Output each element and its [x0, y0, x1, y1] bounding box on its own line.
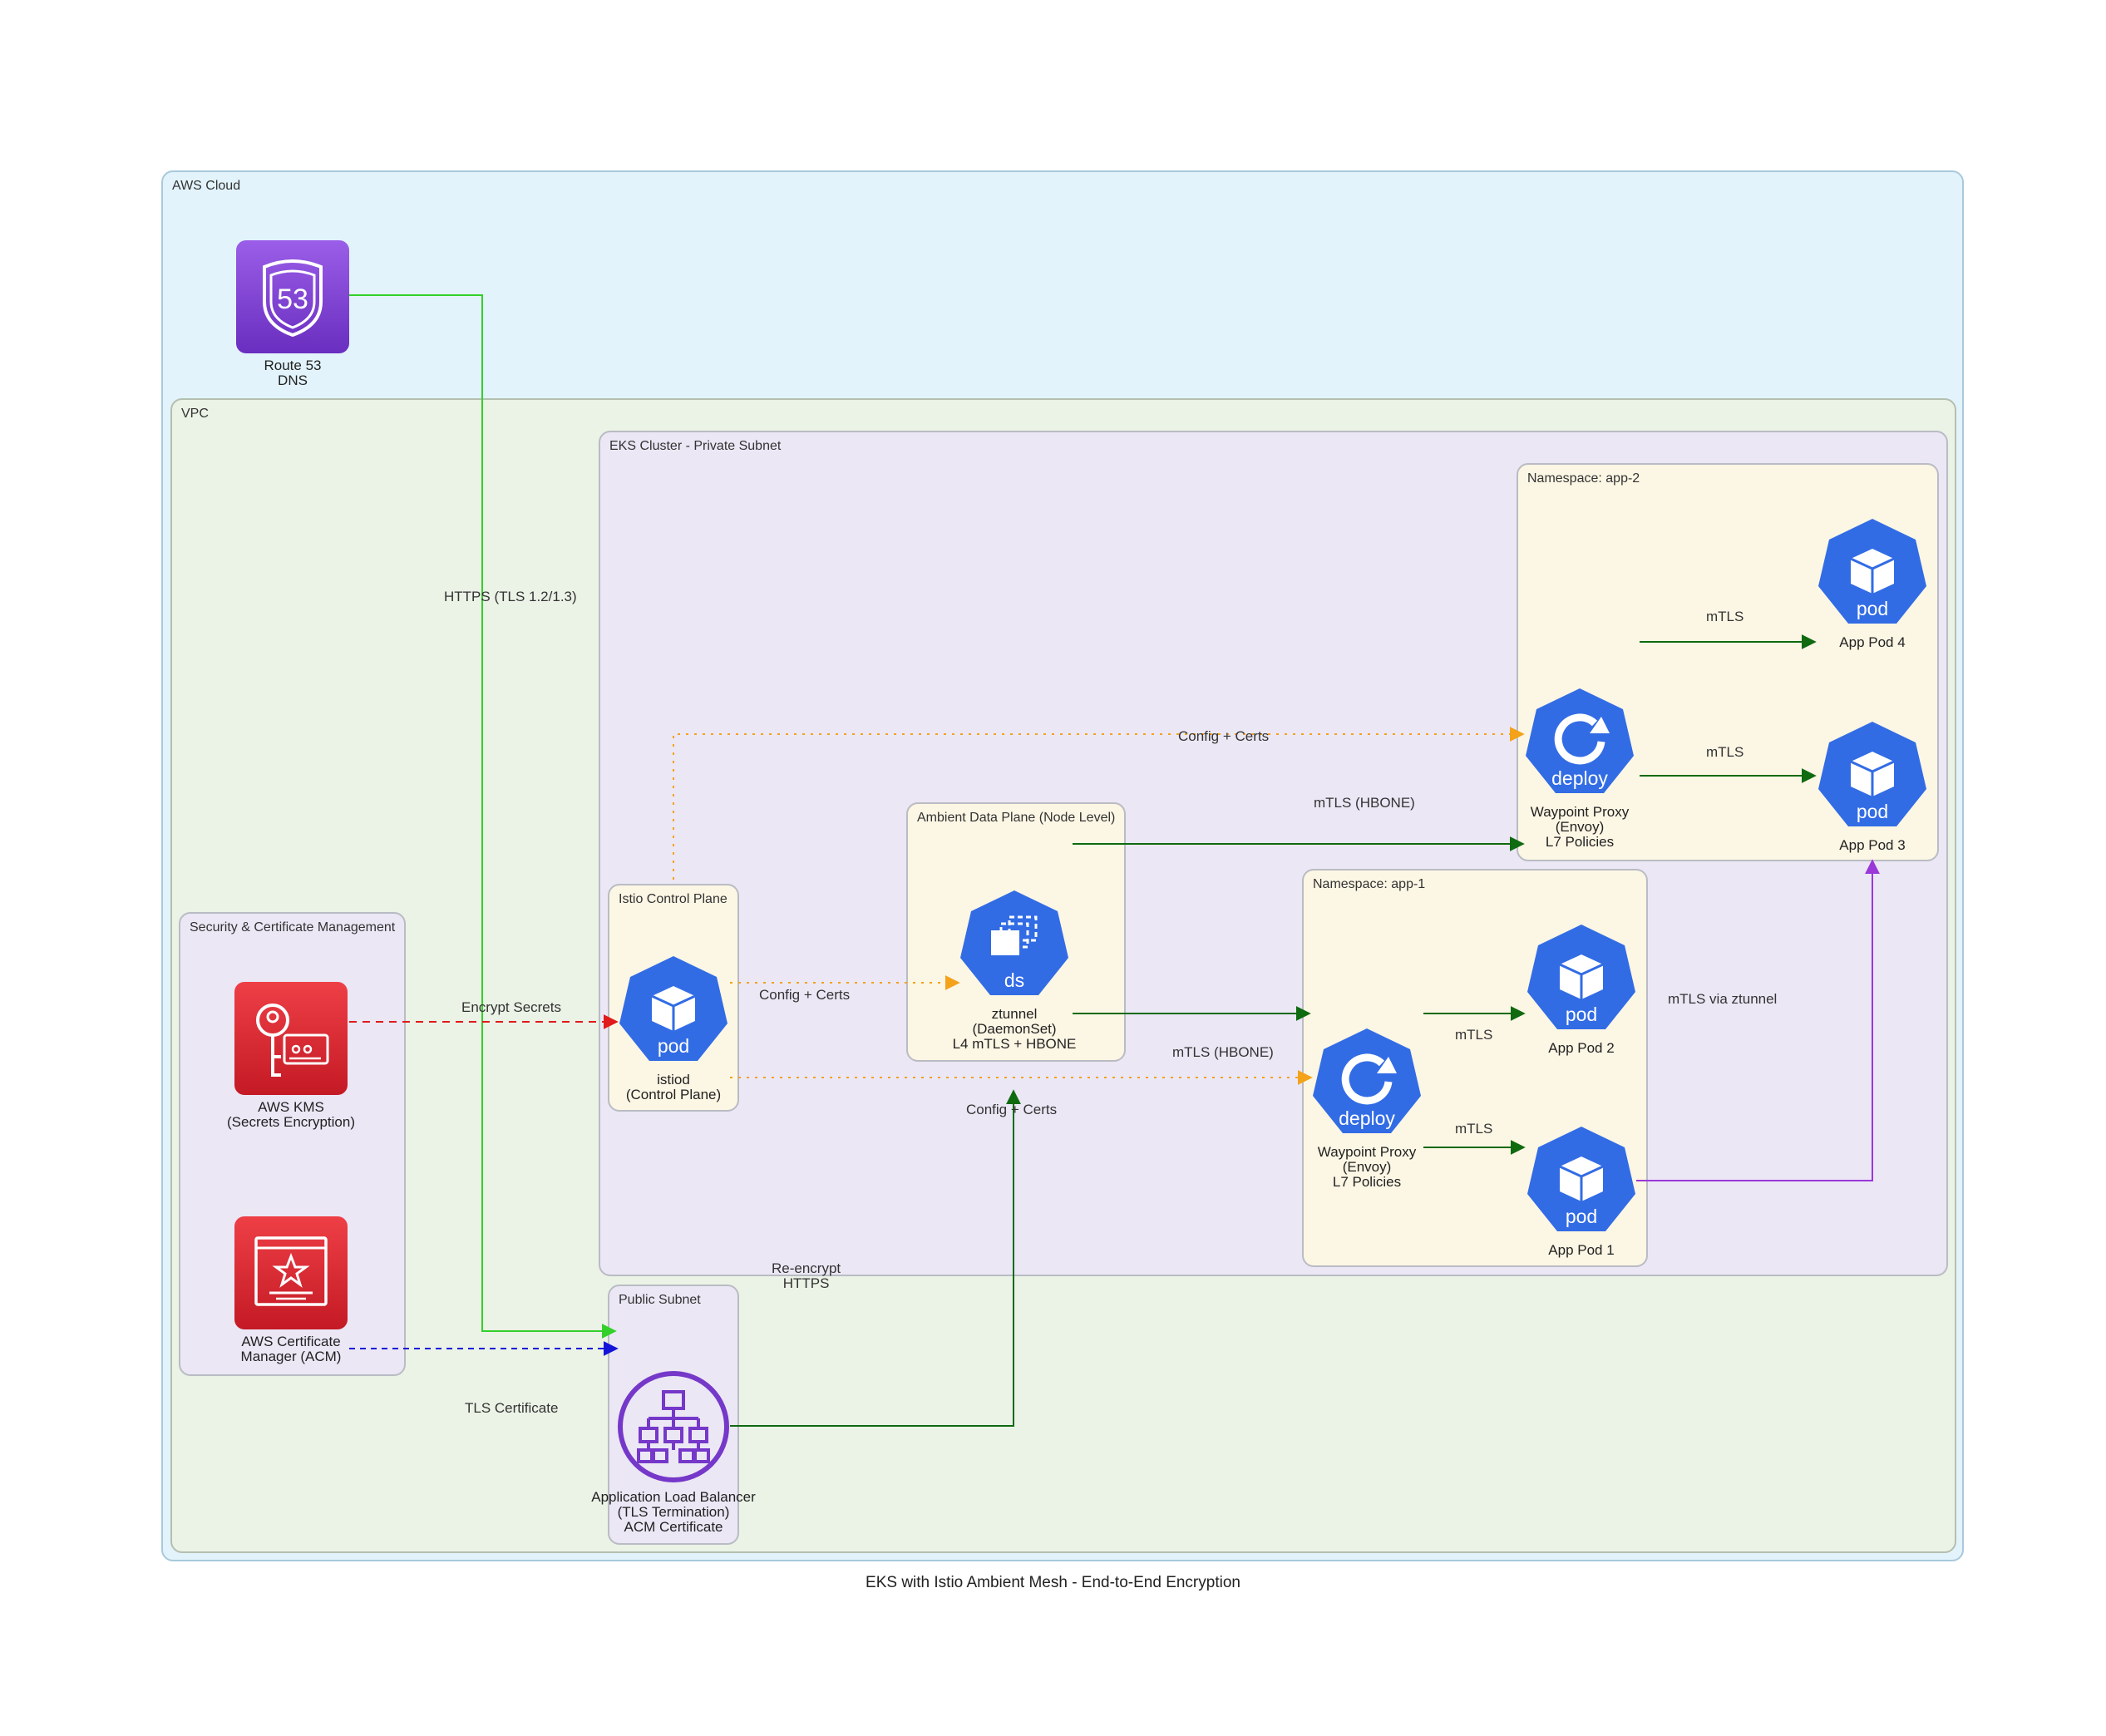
- app-pod3-label: App Pod 3: [1839, 837, 1906, 853]
- app-pod4-label: App Pod 4: [1839, 634, 1906, 650]
- pod-icon: pod: [619, 956, 727, 1061]
- kms-label: AWS KMS(Secrets Encryption): [227, 1099, 355, 1130]
- svg-text:pod: pod: [1857, 598, 1888, 619]
- pod-icon: pod: [1527, 925, 1635, 1029]
- route53-icon: 53: [236, 240, 349, 353]
- app-pod2-label: App Pod 2: [1548, 1040, 1615, 1056]
- app-pod2-node[interactable]: pod App Pod 2: [1515, 923, 1648, 1056]
- app-pod1-node[interactable]: pod App Pod 1: [1515, 1125, 1648, 1258]
- app-pod1-label: App Pod 1: [1548, 1242, 1615, 1258]
- edge-label-config-top: Config + Certs: [1178, 728, 1270, 744]
- edge-label-mtls-pod2: mTLS: [1455, 1027, 1493, 1043]
- ns-app2-label: Namespace: app-2: [1527, 471, 1640, 486]
- edge-label-mtls-hbone-bottom: mTLS (HBONE): [1172, 1044, 1274, 1060]
- vpc-label: VPC: [181, 407, 209, 421]
- deploy-icon: deploy: [1526, 688, 1634, 793]
- kms-node[interactable]: AWS KMS(Secrets Encryption): [224, 982, 358, 1130]
- istio-cp-label: Istio Control Plane: [619, 892, 727, 906]
- svg-text:pod: pod: [1857, 801, 1888, 822]
- key-icon: [234, 982, 348, 1095]
- pod-icon: pod: [1818, 519, 1926, 624]
- app-pod3-node[interactable]: pod App Pod 3: [1806, 720, 1939, 853]
- edge-route53-alb: [349, 294, 617, 1339]
- alb-node[interactable]: Application Load Balancer(TLS Terminatio…: [574, 1369, 773, 1535]
- edge-label-mtls-via-ztunnel: mTLS via ztunnel: [1668, 991, 1778, 1007]
- edge-label-mtls-pod1: mTLS: [1455, 1121, 1493, 1137]
- svg-text:53: 53: [277, 284, 308, 315]
- pod-icon: pod: [1818, 722, 1926, 826]
- edge-label-mtls-pod4: mTLS: [1706, 609, 1744, 624]
- ztunnel-node[interactable]: ds ztunnel(DaemonSet)L4 mTLS + HBONE: [940, 889, 1089, 1052]
- deploy-icon: deploy: [1313, 1028, 1421, 1133]
- svg-text:pod: pod: [658, 1035, 689, 1057]
- eks-label: EKS Cluster - Private Subnet: [609, 439, 782, 453]
- edge-label-tls-certificate: TLS Certificate: [465, 1400, 559, 1416]
- load-balancer-icon: [618, 1371, 729, 1482]
- istiod-label: istiod(Control Plane): [625, 1072, 722, 1102]
- edge-label-mtls-pod3: mTLS: [1706, 744, 1744, 760]
- edge-alb-ztunnel: [730, 1089, 1021, 1427]
- edge-label-config-mid: Config + Certs: [759, 987, 851, 1003]
- alb-label: Application Load Balancer(TLS Terminatio…: [591, 1489, 756, 1535]
- security-label: Security & Certificate Management: [190, 920, 396, 935]
- diagram-title: EKS with Istio Ambient Mesh - End-to-End…: [866, 1574, 1240, 1591]
- app-pod4-node[interactable]: pod App Pod 4: [1806, 517, 1939, 650]
- daemonset-icon: ds: [960, 890, 1068, 995]
- certificate-icon: [234, 1216, 348, 1329]
- edge-label-https: HTTPS (TLS 1.2/1.3): [444, 589, 577, 604]
- istiod-node[interactable]: pod istiod(Control Plane): [615, 954, 732, 1102]
- waypoint2-node[interactable]: deploy Waypoint Proxy(Envoy)L7 Policies: [1513, 687, 1646, 850]
- edge-label-mtls-hbone-top: mTLS (HBONE): [1314, 795, 1415, 811]
- edge-pod1-pod3: [1636, 859, 1880, 1181]
- svg-text:ds: ds: [1004, 969, 1024, 991]
- svg-text:pod: pod: [1566, 1004, 1597, 1025]
- svg-text:deploy: deploy: [1551, 767, 1608, 789]
- aws-cloud-label: AWS Cloud: [172, 179, 241, 193]
- ambient-label: Ambient Data Plane (Node Level): [917, 811, 1116, 825]
- waypoint1-label: Waypoint Proxy(Envoy)L7 Policies: [1317, 1144, 1417, 1190]
- public-subnet-label: Public Subnet: [619, 1293, 701, 1307]
- svg-text:deploy: deploy: [1339, 1107, 1395, 1129]
- ns-app1-label: Namespace: app-1: [1313, 877, 1426, 891]
- ztunnel-label: ztunnel(DaemonSet)L4 mTLS + HBONE: [952, 1006, 1077, 1052]
- waypoint1-node[interactable]: deploy Waypoint Proxy(Envoy)L7 Policies: [1300, 1027, 1433, 1190]
- svg-text:pod: pod: [1566, 1206, 1597, 1227]
- waypoint2-label: Waypoint Proxy(Envoy)L7 Policies: [1530, 804, 1630, 850]
- edge-label-config-bottom: Config + Certs: [966, 1102, 1058, 1117]
- pod-icon: pod: [1527, 1127, 1635, 1231]
- edge-label-encrypt-secrets: Encrypt Secrets: [461, 999, 561, 1015]
